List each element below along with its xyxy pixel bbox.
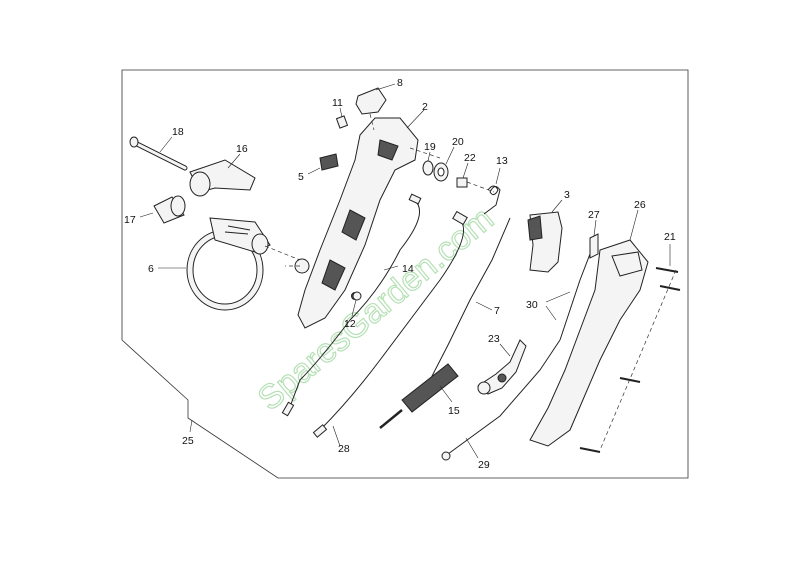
label-part-19: 19 bbox=[424, 141, 436, 153]
part-8-clip bbox=[355, 83, 396, 131]
part-16-clamp bbox=[189, 153, 256, 197]
part-26-handle-cover bbox=[529, 209, 649, 447]
label-part-20: 20 bbox=[452, 136, 464, 148]
label-part-16: 16 bbox=[236, 143, 248, 155]
label-part-17: 17 bbox=[124, 214, 136, 226]
label-part-25: 25 bbox=[182, 435, 194, 447]
part-11-screw bbox=[335, 107, 349, 129]
part-3-trigger bbox=[527, 199, 563, 273]
label-part-30: 30 bbox=[526, 299, 538, 311]
part-23-lever-bracket bbox=[477, 339, 527, 395]
label-part-23: 23 bbox=[488, 333, 500, 345]
part-28-wire bbox=[312, 210, 468, 447]
part-7-throttle-cable bbox=[429, 217, 511, 381]
label-part-6: 6 bbox=[148, 263, 154, 275]
part-22-nut bbox=[456, 162, 495, 193]
label-part-27: 27 bbox=[588, 209, 600, 221]
part-13-spring bbox=[483, 167, 501, 215]
part-30-cable bbox=[545, 253, 591, 341]
part-15-coiled-cable bbox=[379, 363, 459, 429]
label-part-5: 5 bbox=[298, 171, 304, 183]
label-part-11: 11 bbox=[332, 97, 343, 109]
part-5-switch bbox=[307, 153, 339, 175]
label-part-3: 3 bbox=[564, 189, 570, 201]
label-part-28: 28 bbox=[338, 443, 350, 455]
part-25-leader bbox=[189, 419, 193, 433]
part-18-bolt bbox=[129, 136, 188, 171]
label-part-2: 2 bbox=[422, 101, 428, 113]
label-part-8: 8 bbox=[397, 77, 403, 89]
part-20-washer bbox=[433, 146, 455, 182]
label-part-18: 18 bbox=[172, 126, 184, 138]
part-6-ring-clamp bbox=[158, 217, 301, 311]
label-part-29: 29 bbox=[478, 459, 490, 471]
part-21-screws bbox=[579, 244, 681, 453]
part-2-handle-body bbox=[285, 109, 441, 329]
label-part-14: 14 bbox=[402, 263, 414, 275]
label-part-13: 13 bbox=[496, 155, 508, 167]
part-14-wire bbox=[281, 193, 422, 417]
part-17-knob bbox=[139, 195, 186, 224]
part-12-nut bbox=[351, 291, 362, 317]
part-29-rod bbox=[441, 339, 561, 461]
label-part-12: 12 bbox=[344, 318, 356, 330]
assembly-boundary bbox=[121, 69, 689, 479]
label-part-15: 15 bbox=[448, 405, 460, 417]
label-part-26: 26 bbox=[634, 199, 646, 211]
label-part-7: 7 bbox=[494, 305, 500, 317]
part-19-washer bbox=[422, 151, 434, 176]
label-part-21: 21 bbox=[664, 231, 676, 243]
part-27-trigger-link bbox=[589, 219, 599, 259]
label-part-22: 22 bbox=[464, 152, 476, 164]
